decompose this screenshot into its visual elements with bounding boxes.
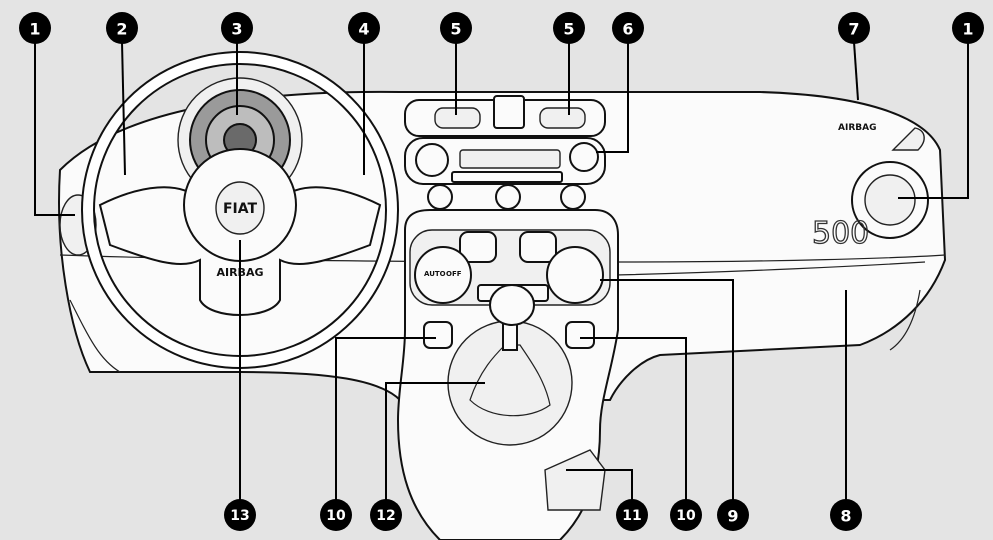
gear-knob bbox=[489, 284, 535, 326]
radio-knob-right bbox=[569, 142, 599, 172]
callout-1-right: 1 bbox=[952, 12, 984, 44]
leader-lines bbox=[34, 41, 969, 500]
svg-text:8: 8 bbox=[840, 507, 851, 526]
radio-knob-left bbox=[415, 143, 449, 177]
dash-airbag-label: AIRBAG bbox=[838, 123, 876, 133]
callout-12: 12 bbox=[370, 499, 402, 531]
climate-auto-label: AUTO bbox=[424, 270, 446, 278]
button-left bbox=[427, 184, 453, 210]
callout-5-left: 5 bbox=[440, 12, 472, 44]
climate-knob-right bbox=[546, 246, 604, 304]
callout-10-left: 10 bbox=[320, 499, 352, 531]
callout-13: 13 bbox=[224, 499, 256, 531]
svg-text:2: 2 bbox=[116, 20, 127, 39]
svg-text:6: 6 bbox=[622, 20, 633, 39]
climate-off-label: OFF bbox=[446, 270, 462, 278]
hazard-button bbox=[495, 184, 521, 210]
callout-6: 6 bbox=[612, 12, 644, 44]
callout-11: 11 bbox=[616, 499, 648, 531]
button-right bbox=[560, 184, 586, 210]
right-vent-inner bbox=[864, 174, 916, 226]
fiat-logo: FIAT bbox=[223, 201, 258, 217]
gear-boot bbox=[469, 344, 551, 417]
hazard-block bbox=[493, 95, 525, 129]
svg-text:10: 10 bbox=[326, 508, 346, 524]
climate-knob-left bbox=[414, 246, 472, 304]
storage-pocket bbox=[544, 449, 606, 511]
svg-text:11: 11 bbox=[622, 508, 641, 524]
svg-text:12: 12 bbox=[376, 508, 395, 524]
vent-left bbox=[434, 107, 481, 129]
svg-text:1: 1 bbox=[29, 20, 40, 39]
callout-8: 8 bbox=[830, 499, 862, 531]
svg-text:4: 4 bbox=[358, 20, 369, 39]
svg-text:3: 3 bbox=[231, 20, 242, 39]
right-side-grille bbox=[891, 127, 925, 151]
svg-text:5: 5 bbox=[563, 20, 574, 39]
radio-display bbox=[459, 149, 561, 169]
callout-3: 3 bbox=[221, 12, 253, 44]
glovebox-seam bbox=[614, 261, 926, 276]
vent-right bbox=[539, 107, 586, 129]
switch-left bbox=[423, 321, 453, 349]
svg-text:10: 10 bbox=[676, 508, 696, 524]
callout-5-right: 5 bbox=[553, 12, 585, 44]
callout-9: 9 bbox=[717, 499, 749, 531]
callout-7: 7 bbox=[838, 12, 870, 44]
callout-2: 2 bbox=[106, 12, 138, 44]
svg-text:5: 5 bbox=[450, 20, 461, 39]
callout-4: 4 bbox=[348, 12, 380, 44]
svg-text:9: 9 bbox=[727, 507, 738, 526]
svg-text:1: 1 bbox=[962, 20, 973, 39]
radio-preset-buttons bbox=[451, 171, 563, 183]
model-badge: 500 bbox=[812, 216, 869, 251]
svg-text:13: 13 bbox=[230, 508, 249, 524]
vent-control-left bbox=[459, 231, 497, 263]
switch-right bbox=[565, 321, 595, 349]
svg-text:7: 7 bbox=[848, 20, 859, 39]
callout-1-left: 1 bbox=[19, 12, 51, 44]
fiat-logo-badge bbox=[215, 181, 265, 235]
vent-control-right bbox=[519, 231, 557, 263]
callout-10-right: 10 bbox=[670, 499, 702, 531]
lower-skirt bbox=[69, 289, 921, 373]
